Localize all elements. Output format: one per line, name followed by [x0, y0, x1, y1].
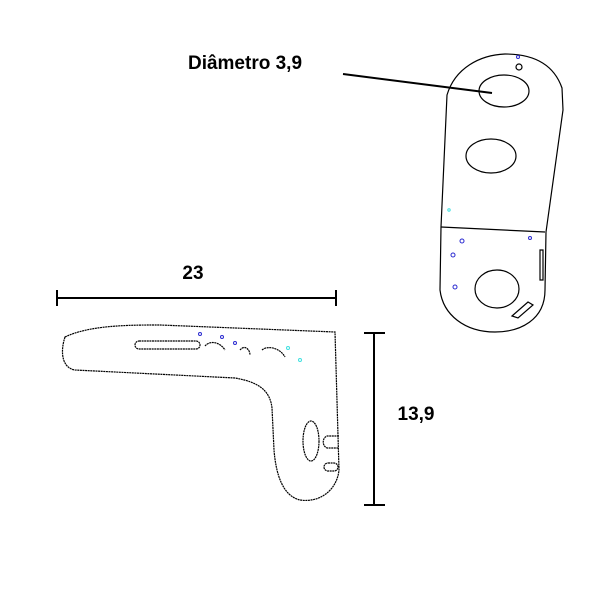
flat-bracket-part	[439, 53, 564, 333]
hole-top	[478, 74, 530, 108]
speckles	[198, 55, 532, 345]
width-dimension	[56, 290, 337, 306]
height-dimension	[364, 332, 385, 506]
hole-bottom	[474, 269, 520, 309]
diameter-leader-line	[342, 73, 493, 94]
slot-right	[539, 249, 544, 281]
hole-middle	[465, 138, 517, 174]
l-bracket-part	[61, 324, 340, 501]
diameter-label: Diâmetro 3,9	[188, 53, 302, 74]
long-slot	[134, 340, 201, 350]
oval-hole	[302, 420, 320, 462]
width-dimension-label: 23	[182, 263, 203, 284]
slot-bottom	[510, 301, 535, 319]
small-hole	[515, 63, 523, 71]
notch	[322, 435, 339, 449]
slot-cluster	[204, 341, 286, 358]
l-bracket-outline	[61, 324, 340, 501]
small-slot	[323, 462, 339, 472]
fold-line	[440, 226, 546, 233]
flat-bracket-outline	[439, 53, 564, 333]
height-dimension-label: 13,9	[398, 404, 435, 425]
